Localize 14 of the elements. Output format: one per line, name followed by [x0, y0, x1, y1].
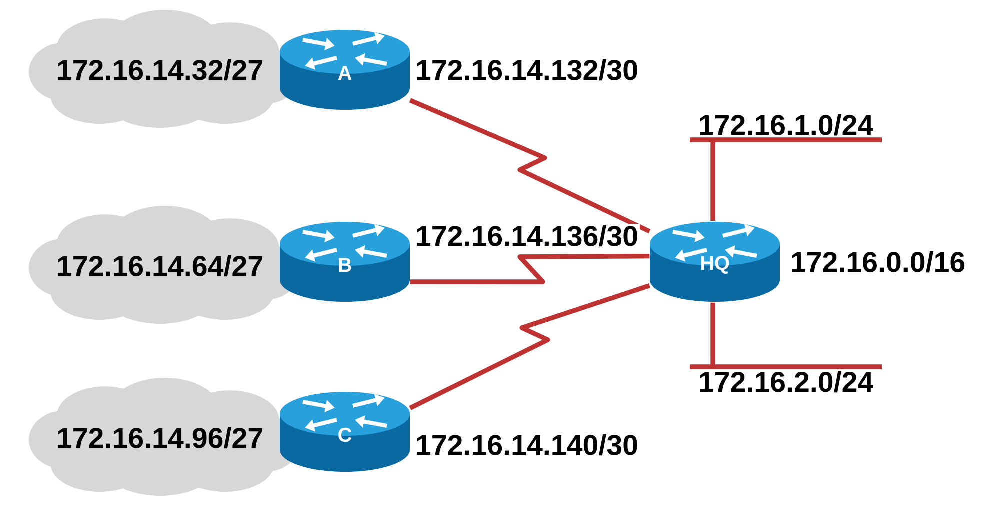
edge-label: 172.16.14.136/30 [414, 224, 640, 248]
network-label: 172.16.0.0/16 [792, 251, 965, 273]
lan-segment: 172.16.2.0/24 [690, 364, 882, 393]
serial-link [409, 284, 650, 410]
serial-link [409, 98, 651, 234]
edge-label: 172.16.14.132/30 [414, 58, 640, 82]
lan-segment: 172.16.1.0/24 [690, 114, 882, 142]
edge-label: 172.16.14.140/30 [414, 432, 640, 457]
serial-link [710, 302, 716, 367]
serial-link [710, 140, 716, 222]
cloud: 172.16.14.96/27 [29, 378, 300, 496]
cloud: 172.16.14.32/27 [29, 10, 300, 128]
cloud: 172.16.14.64/27 [29, 206, 300, 324]
serial-link [410, 254, 650, 284]
